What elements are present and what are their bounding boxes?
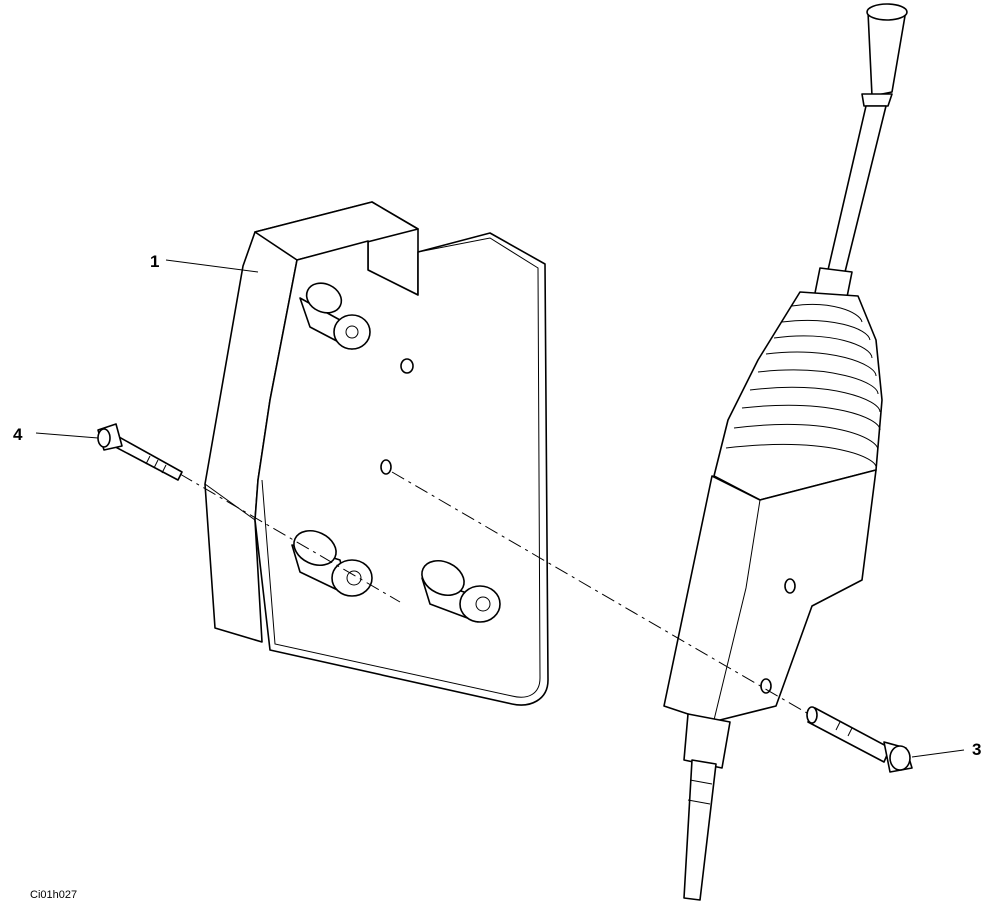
callout-1-leader (165, 259, 259, 273)
callout-3-label: 3 (972, 740, 981, 759)
spacer-top-left (299, 282, 371, 350)
bracket-back-plate (254, 232, 549, 706)
lever-knob (867, 9, 907, 97)
callout-4-label: 4 (13, 425, 23, 444)
callout-4-leader (35, 432, 99, 439)
lever-shaft (827, 105, 887, 273)
spacer-bottom-left (291, 529, 373, 597)
bracket-hole-upper (400, 358, 414, 374)
bracket-rim (261, 237, 541, 698)
lever-housing (663, 469, 877, 723)
bolt-right (806, 706, 913, 773)
callout-1-label: 1 (150, 252, 159, 271)
bracket-top-flange (254, 201, 419, 261)
callout-3-leader (911, 749, 965, 758)
joystick-lever (663, 3, 908, 901)
bracket-part (204, 201, 549, 706)
bracket-hole-middle (380, 459, 392, 475)
bolt-left (97, 423, 183, 481)
spacer-bottom-right (421, 559, 501, 623)
assembly-axis-left (179, 473, 401, 603)
figure-code: Ci01h027 (30, 889, 77, 901)
lever-lower-stem (683, 759, 717, 901)
